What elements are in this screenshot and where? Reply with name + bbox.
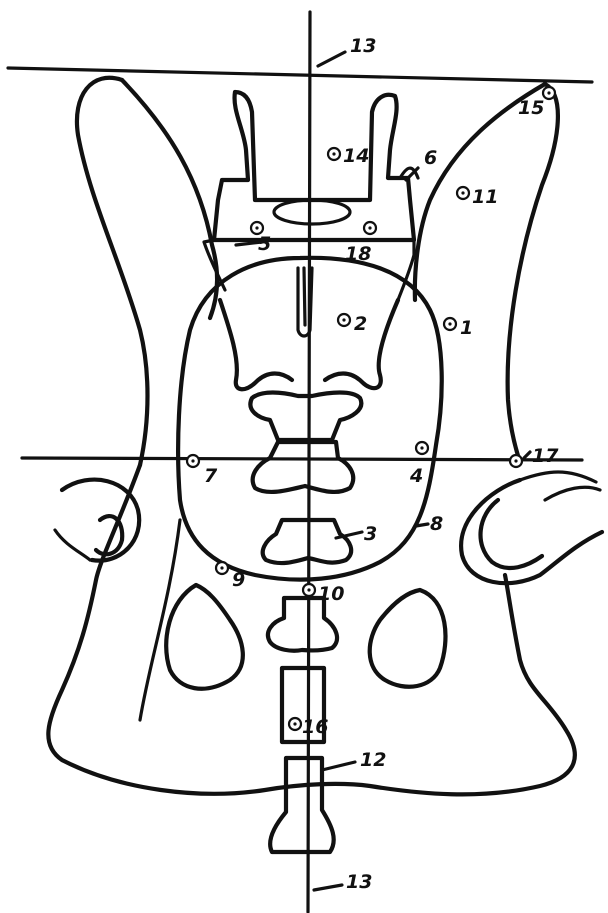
caudal-vertebra-2	[268, 598, 337, 651]
left-obturator-foramen	[166, 585, 243, 689]
label-10: 10	[318, 583, 344, 605]
label-4: 4	[409, 465, 423, 487]
landmark-marker-7	[187, 455, 199, 467]
label-9-upper: 18	[345, 243, 371, 265]
vertical-midline	[308, 12, 310, 912]
right-ilium-wing	[508, 84, 558, 462]
right-transverse-process	[398, 240, 414, 300]
landmark-marker-10	[303, 584, 315, 596]
pelvic-outer-outline	[48, 465, 574, 794]
landmark-marker-15	[543, 87, 555, 99]
left-ilium-inner-border	[122, 80, 217, 318]
vertebral-canal	[274, 200, 350, 224]
sacral-crest-inner	[304, 268, 305, 325]
leader-12	[322, 762, 355, 770]
landmark-marker-14	[328, 148, 340, 160]
left-acetabulum-inner	[96, 516, 122, 554]
lumbar-vertebra-body	[214, 92, 414, 240]
landmark-marker-16	[289, 718, 301, 730]
label-9: 9	[232, 569, 245, 591]
right-femur-neck-lower	[545, 487, 600, 500]
label-8: 8	[430, 513, 443, 535]
left-femur-fragment	[55, 530, 90, 560]
horizontal-reference-line-middle	[22, 458, 582, 460]
sacral-vertebra-1	[250, 393, 361, 441]
label-6: 6	[424, 147, 437, 169]
left-inlet-contour	[140, 520, 180, 720]
label-16: 16	[302, 716, 328, 738]
landmark-marker-17	[510, 455, 522, 467]
label-14: 14	[343, 145, 369, 167]
sacral-wing-left	[220, 300, 292, 389]
leader-8	[416, 524, 428, 526]
label-1: 1	[460, 317, 473, 339]
label-13-bottom: 13	[346, 871, 372, 893]
landmark-marker-4	[416, 442, 428, 454]
leader-13-bottom	[314, 885, 342, 890]
label-17: 17	[532, 445, 559, 467]
label-12: 12	[360, 749, 386, 771]
right-femur-neck-upper	[520, 472, 596, 482]
label-15: 15	[518, 97, 544, 119]
label-3: 3	[364, 523, 377, 545]
label-11: 11	[472, 186, 498, 208]
label-7: 7	[204, 465, 218, 487]
leader-17	[524, 452, 530, 458]
landmark-marker-11	[457, 187, 469, 199]
leader-13-top	[318, 52, 345, 66]
landmark-marker-2	[338, 314, 350, 326]
left-ilium-wing	[77, 78, 148, 465]
caudal-vertebra-4	[270, 758, 334, 852]
label-2: 2	[354, 313, 367, 335]
label-5: 5	[258, 233, 271, 255]
label-13-top: 13	[350, 35, 376, 57]
landmark-marker-9	[216, 562, 228, 574]
right-obturator-foramen	[370, 590, 446, 687]
landmark-marker-1	[444, 318, 456, 330]
landmark-marker-9-upper	[364, 222, 376, 234]
sacral-vertebra-2	[253, 442, 354, 492]
caudal-vertebra-1	[263, 520, 351, 563]
right-acetabulum-inner	[481, 500, 542, 568]
